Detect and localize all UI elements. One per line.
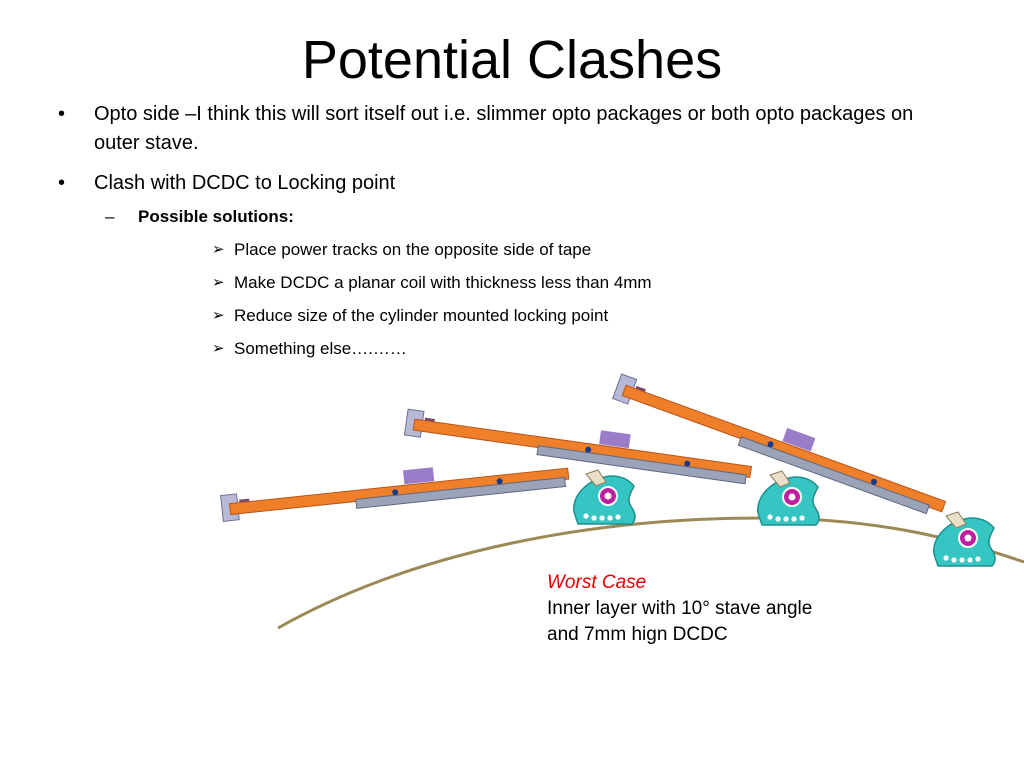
slide-title: Potential Clashes [301,30,723,90]
arrow-bullet-icon: ➢ [212,241,225,258]
sub-bullet-text: Possible solutions: [138,207,294,226]
solution-text: Make DCDC a planar coil with thickness l… [234,273,652,292]
caption-title: Worst Case [547,572,647,593]
stave-middle [403,408,753,485]
locking-point-3 [932,511,996,567]
solution-text: Reduce size of the cylinder mounted lock… [234,306,609,325]
arrow-bullet-icon: ➢ [212,340,225,357]
bullet-text: Clash with DCDC to Locking point [94,172,396,194]
dash-marker: – [105,207,115,226]
bullet-marker: • [58,103,66,125]
solution-text: Place power tracks on the opposite side … [234,240,592,259]
worst-case-caption: Worst Case Inner layer with 10° stave an… [547,570,812,648]
caption-line: and 7mm hign DCDC [547,624,728,645]
bullet-text: Opto side –I think this will sort itself… [94,103,914,154]
arrow-bullet-icon: ➢ [212,274,225,291]
locking-point-2 [756,470,820,526]
stave-outer [612,373,947,515]
bullet-marker: • [58,172,66,194]
solution-text: Something else….…… [234,339,407,358]
locking-point-1 [572,469,636,525]
arrow-bullet-icon: ➢ [212,307,225,324]
caption-line: Inner layer with 10° stave angle [547,598,813,619]
stave-inner [220,467,570,522]
stave-layout-diagram [220,373,1024,630]
